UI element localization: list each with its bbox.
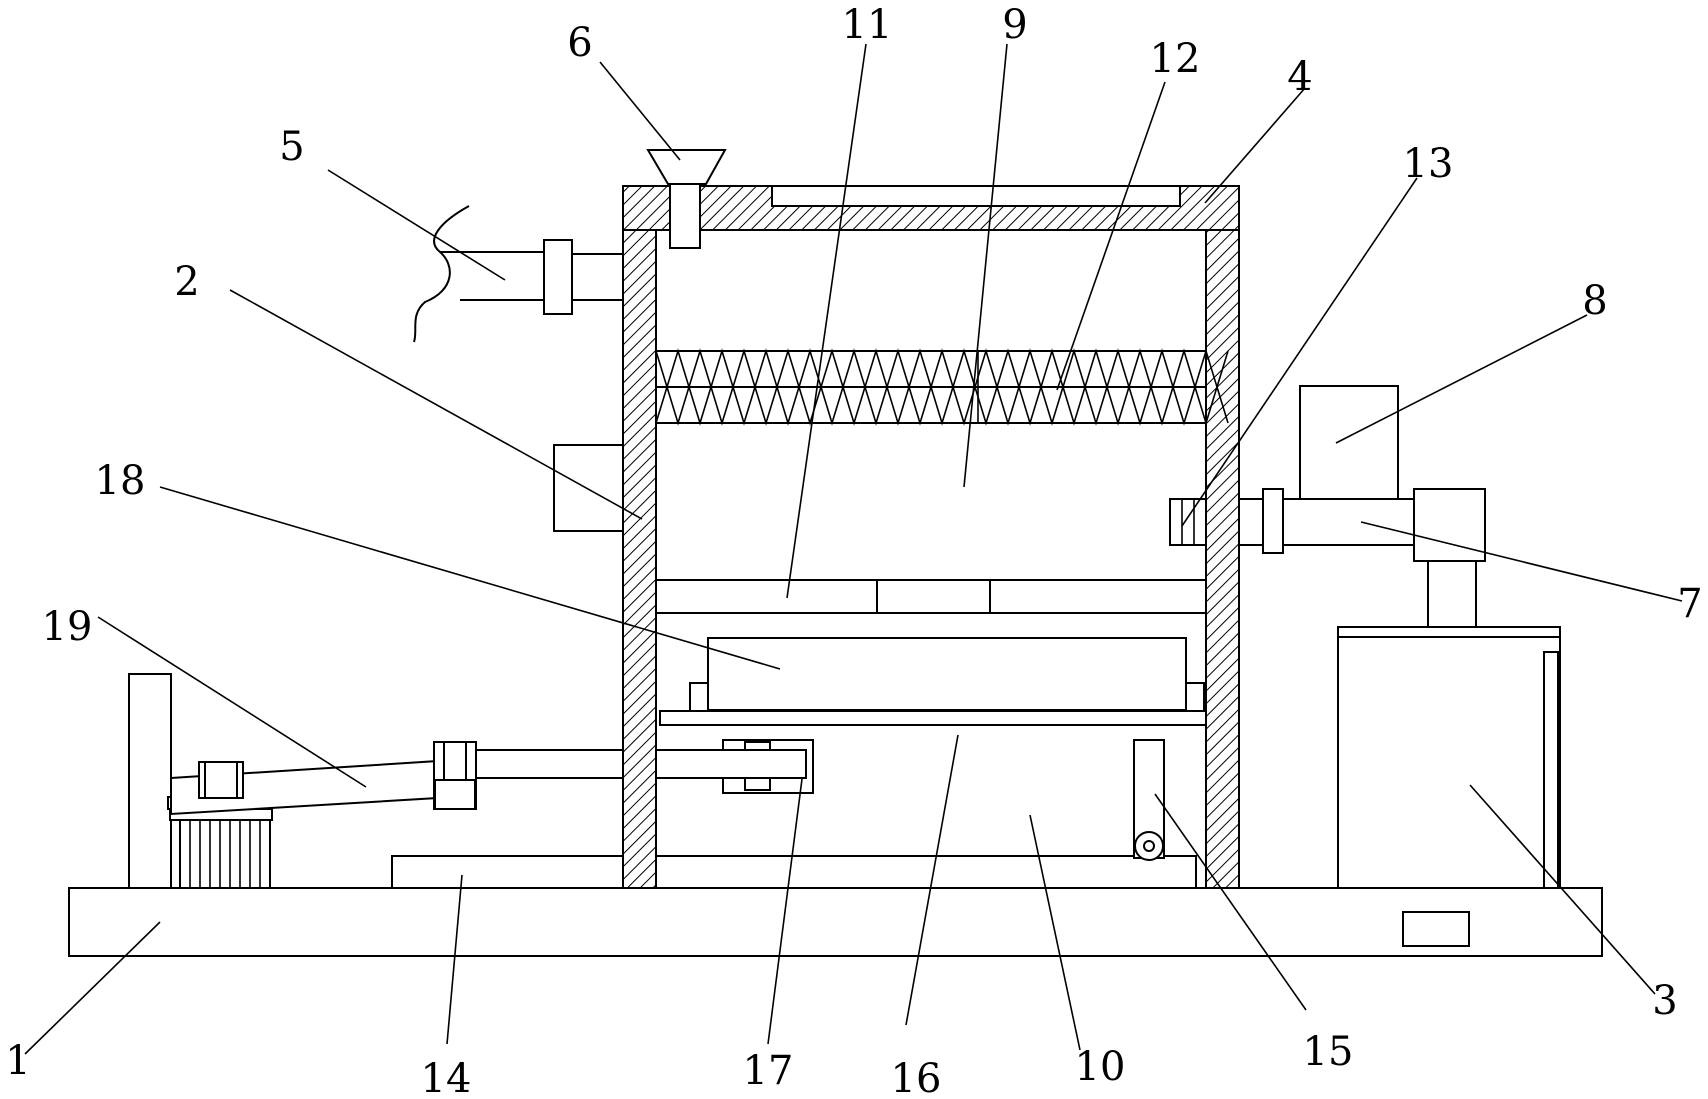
- crank-linkage: [128, 673, 807, 889]
- label-15: 15: [1303, 1029, 1354, 1075]
- label-18: 18: [95, 458, 146, 504]
- side-block: [553, 444, 624, 532]
- label-9: 9: [1002, 2, 1027, 48]
- cover-recess: [771, 185, 1181, 207]
- label-11: 11: [842, 2, 893, 48]
- base-plate: [68, 887, 1603, 957]
- inlet-pipe-stub: [571, 253, 624, 301]
- guide-rail: [391, 855, 1197, 889]
- drawer: [707, 637, 1187, 711]
- leader-lines: [24, 43, 1683, 1055]
- label-13: 13: [1403, 141, 1454, 187]
- pump-down-pipe: [1427, 560, 1477, 630]
- label-17: 17: [743, 1048, 794, 1094]
- inlet-flange: [543, 239, 573, 315]
- inlet-pipe-break: [413, 205, 470, 343]
- label-1: 1: [5, 1038, 30, 1084]
- tray-plate: [659, 710, 1207, 726]
- label-5: 5: [279, 124, 304, 170]
- label-3: 3: [1652, 978, 1677, 1024]
- base-slot: [1402, 911, 1470, 947]
- box-right-wall: [1205, 227, 1240, 889]
- label-8: 8: [1582, 278, 1607, 324]
- outlet-flange: [1262, 488, 1284, 554]
- label-19: 19: [42, 604, 93, 650]
- hopper-neck: [669, 183, 701, 249]
- box-left-wall: [622, 227, 657, 889]
- feed-hopper: [646, 149, 727, 185]
- storage-tank: [1337, 626, 1561, 889]
- label-6: 6: [567, 20, 592, 66]
- label-7: 7: [1677, 581, 1702, 627]
- label-12: 12: [1150, 36, 1201, 82]
- partition-plate: [655, 579, 1207, 614]
- label-4: 4: [1287, 54, 1312, 100]
- filter-screen: [655, 348, 1229, 426]
- pump-motor: [1299, 385, 1399, 500]
- outlet-nozzle: [1169, 498, 1207, 546]
- label-14: 14: [421, 1056, 472, 1099]
- label-2: 2: [174, 259, 199, 305]
- label-16: 16: [891, 1056, 942, 1099]
- label-10: 10: [1075, 1044, 1126, 1090]
